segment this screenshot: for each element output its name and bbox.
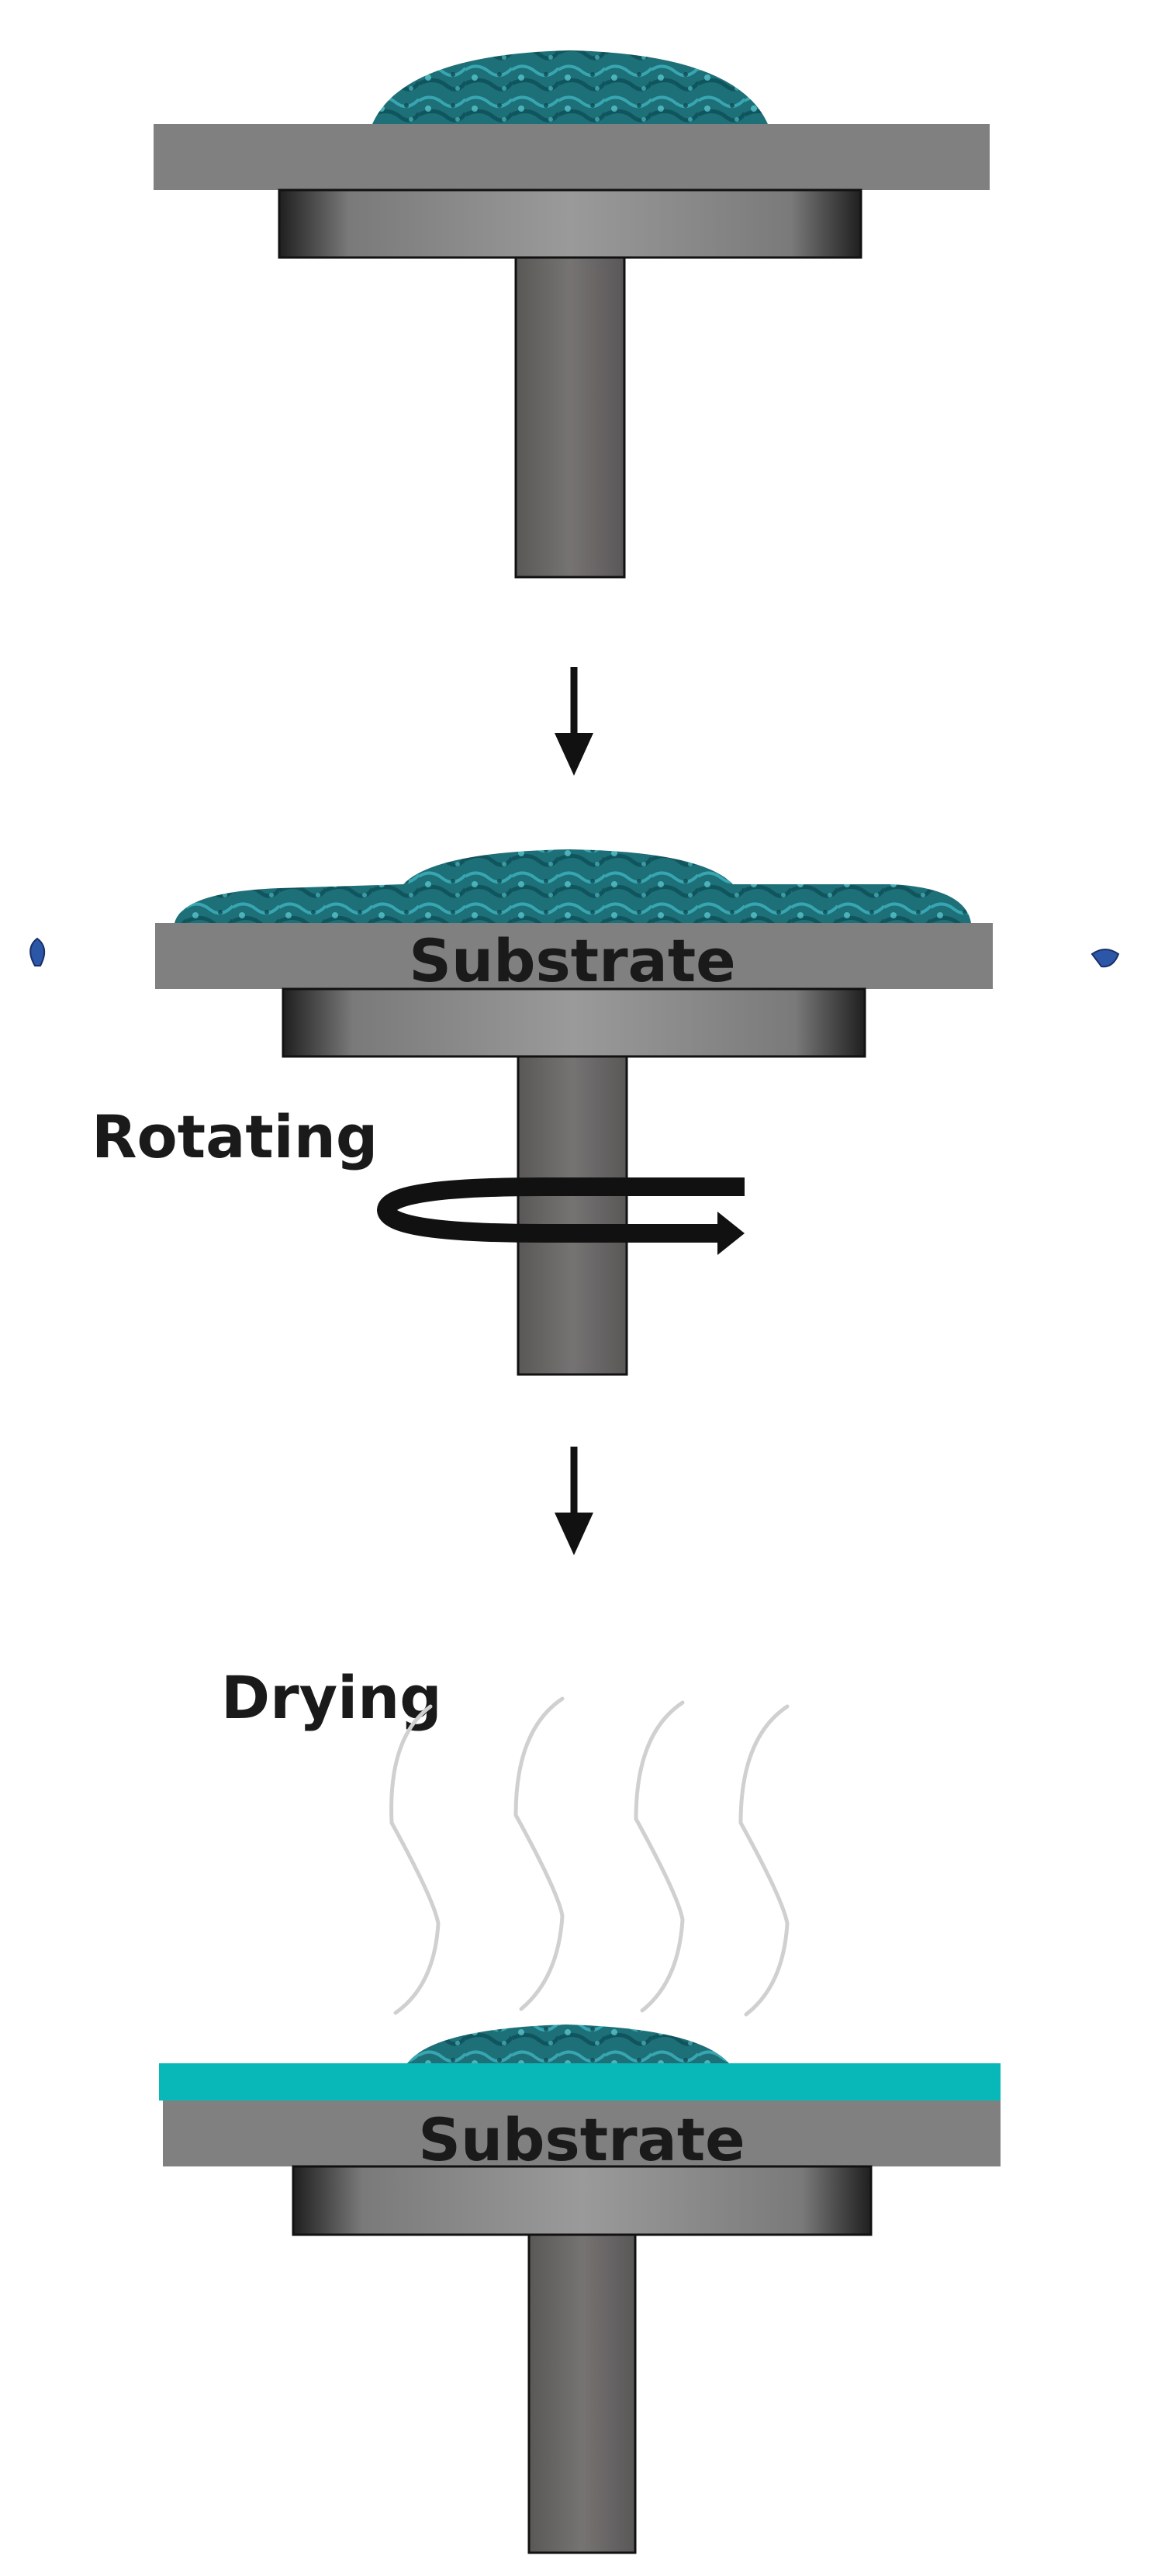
rotation-arrow-icon [376,1177,745,1255]
substrate-plate [155,923,993,989]
spindle-shaft [517,1055,628,1376]
droplet-icon [29,937,46,966]
spindle-shaft [514,256,626,579]
solution-remnant [407,2024,729,2063]
thin-film-layer [159,2063,1001,2101]
vapor-line-icon [389,1704,441,2015]
spin-chuck [278,188,862,259]
drying-label: Drying [221,1663,442,1732]
vapor-line-icon [738,1704,790,2017]
substrate-plate [163,2101,1001,2166]
substrate-label: Substrate [409,926,735,995]
spin-chuck [282,987,866,1058]
rotating-label: Rotating [92,1102,378,1171]
droplet-icon [1091,949,1120,968]
solution-puddle [372,50,768,124]
step-spinning: Substrate Rotating [29,849,1120,1376]
step-deposition [154,50,990,579]
step-drying: Drying Substrate [159,1663,1001,2554]
down-arrow-icon [555,1447,593,1555]
spin-chuck [292,2165,873,2236]
substrate-plate [154,124,990,190]
vapor-line-icon [513,1696,565,2011]
spindle-shaft [527,2233,637,2554]
vapor-line-icon [634,1700,685,2013]
solution-spread [175,849,971,923]
substrate-label: Substrate [418,2105,745,2174]
down-arrow-icon [555,667,593,776]
